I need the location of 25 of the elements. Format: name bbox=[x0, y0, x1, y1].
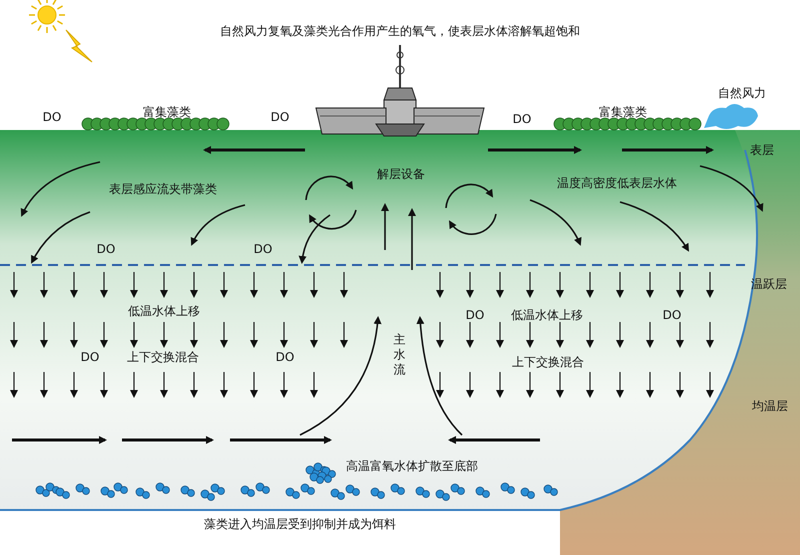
annotation: 富集藻类 bbox=[599, 105, 647, 119]
do-label: DO bbox=[42, 110, 62, 124]
annotation: 主水流 bbox=[394, 332, 406, 378]
do-label: DO bbox=[80, 350, 100, 364]
do-label: DO bbox=[96, 242, 116, 256]
annotation: 解层设备 bbox=[377, 167, 425, 181]
do-label: DO bbox=[276, 350, 294, 364]
do-label: DO bbox=[662, 308, 682, 322]
annotation: 上下交换混合 bbox=[512, 355, 584, 369]
annotation: 高温富氧水体扩散至底部 bbox=[346, 459, 478, 473]
layer-label: 表层 bbox=[750, 143, 774, 157]
do-label: DO bbox=[512, 112, 532, 126]
annotation: 表层感应流夹带藻类 bbox=[109, 182, 217, 196]
title: 自然风力复氧及藻类光合作用产生的氧气，使表层水体溶解氧超饱和 bbox=[220, 24, 580, 38]
annotation: 自然风力 bbox=[718, 86, 766, 100]
annotation: 藻类进入均温层受到抑制并成为饵料 bbox=[204, 517, 396, 531]
do-label: DO bbox=[270, 110, 290, 124]
annotation: 富集藻类 bbox=[143, 105, 191, 119]
annotation: 上下交换混合 bbox=[127, 350, 199, 364]
annotation: 温度高密度低表层水体 bbox=[557, 176, 677, 190]
do-label: DO bbox=[466, 308, 484, 322]
annotation: 低温水体上移 bbox=[128, 304, 200, 318]
layer-label: 均温层 bbox=[752, 399, 788, 413]
do-label: DO bbox=[254, 242, 272, 256]
annotation: 低温水体上移 bbox=[511, 308, 583, 322]
